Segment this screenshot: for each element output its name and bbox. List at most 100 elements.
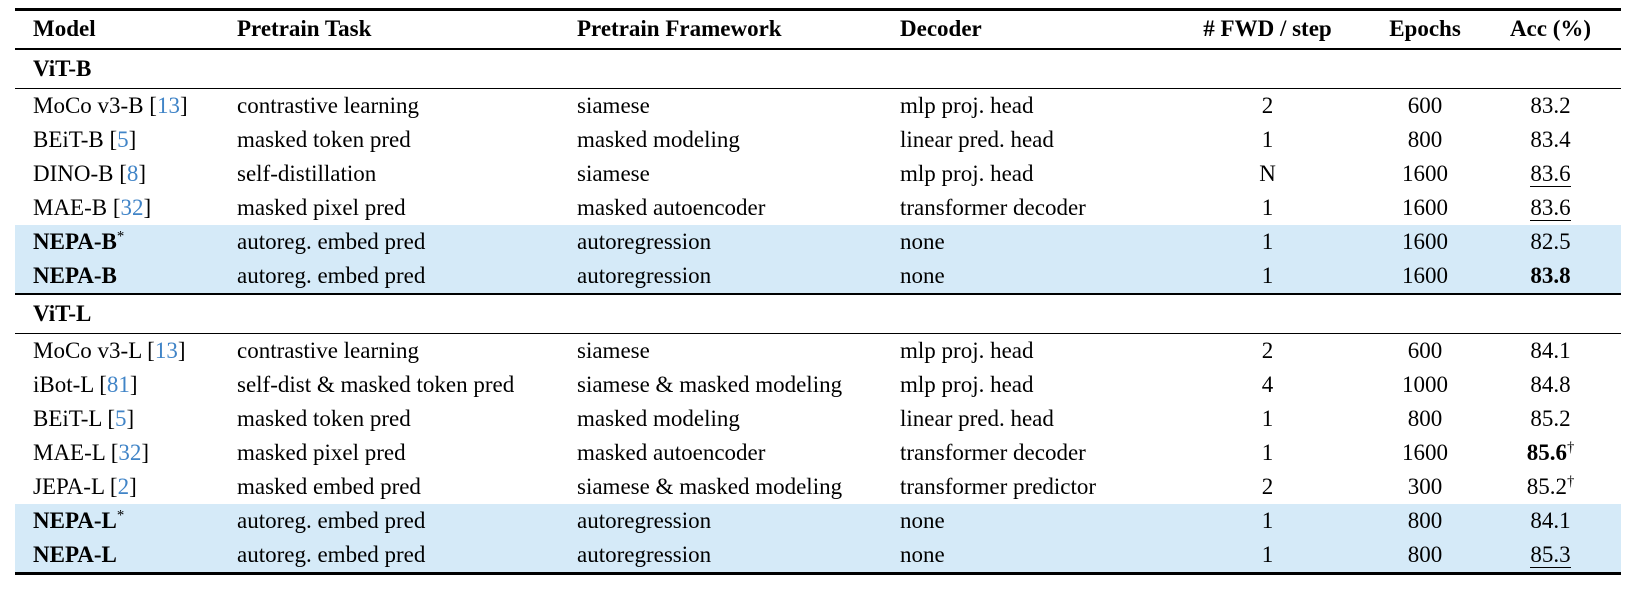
cell-fwd-per-step: 1 [1261, 229, 1274, 254]
cell-epochs: 600 [1407, 93, 1443, 118]
accuracy-value: 83.4 [1530, 127, 1571, 152]
citation-link[interactable]: 13 [154, 338, 178, 363]
dagger-superscript: † [1566, 439, 1575, 456]
cell-accuracy: 84.1 [1480, 334, 1621, 369]
cell-accuracy: 83.2 [1480, 89, 1621, 124]
cell-model: JEPA-L [2] [33, 474, 137, 499]
accuracy-value: 84.1 [1530, 338, 1571, 363]
citation-link[interactable]: 2 [117, 474, 130, 499]
cell-fwd-per-step: 2 [1261, 474, 1274, 499]
cell-epochs: 600 [1407, 338, 1443, 363]
accuracy-value: 84.1 [1530, 508, 1571, 533]
cell-pretrain-framework: siamese & masked modeling [577, 372, 843, 397]
cell-pretrain-framework: siamese [577, 338, 650, 363]
model-name: NEPA-B [33, 229, 117, 254]
cell-accuracy: 84.8 [1480, 368, 1621, 402]
accuracy-value: 85.3 [1530, 542, 1571, 568]
cell-pretrain-task: autoreg. embed pred [237, 263, 426, 288]
cell-model: MAE-L [32] [33, 440, 150, 465]
cell-decoder: linear pred. head [900, 127, 1054, 152]
cell-fwd-per-step: 2 [1261, 338, 1274, 363]
cell-fwd-per-step: N [1259, 161, 1276, 186]
cell-decoder: transformer decoder [900, 195, 1086, 220]
cell-pretrain-task: autoreg. embed pred [237, 229, 426, 254]
section-header-row: ViT-L [15, 294, 1621, 334]
citation-link[interactable]: 32 [120, 195, 144, 220]
cell-pretrain-framework: siamese [577, 93, 650, 118]
cell-model: MoCo v3-L [13] [33, 338, 186, 363]
cell-fwd-per-step: 1 [1261, 263, 1274, 288]
cell-model: MoCo v3-B [13] [33, 93, 188, 118]
col-header-fwd-per-step: # FWD / step [1203, 16, 1332, 41]
cell-model: iBot-L [81] [33, 372, 138, 397]
cell-decoder: mlp proj. head [900, 338, 1034, 363]
cell-model: DINO-B [8] [33, 161, 147, 186]
section-header-row: ViT-B [15, 49, 1621, 89]
cell-pretrain-task: masked pixel pred [237, 195, 406, 220]
model-name: NEPA-L [33, 542, 117, 567]
cell-model: NEPA-L* [15, 504, 237, 538]
cell-accuracy: 83.8 [1480, 259, 1621, 294]
cell-pretrain-framework: siamese & masked modeling [577, 474, 843, 499]
cell-pretrain-framework: masked modeling [577, 406, 740, 431]
results-table: Model Pretrain Task Pretrain Framework D… [15, 8, 1621, 575]
table-row: iBot-L [81]self-dist & masked token pred… [15, 368, 1621, 402]
citation-link[interactable]: 81 [106, 372, 130, 397]
cell-epochs: 1600 [1402, 195, 1448, 220]
accuracy-value: 83.2 [1530, 93, 1571, 118]
citation-link[interactable]: 8 [126, 161, 139, 186]
cell-epochs: 300 [1407, 474, 1443, 499]
citation-link[interactable]: 5 [115, 406, 127, 431]
cell-decoder: none [900, 263, 945, 288]
cell-decoder: mlp proj. head [900, 93, 1034, 118]
citation-link[interactable]: 13 [156, 93, 180, 118]
col-header-model: Model [33, 16, 96, 41]
cell-pretrain-task: masked token pred [237, 406, 411, 431]
cell-fwd-per-step: 1 [1261, 195, 1274, 220]
cell-model: MAE-B [32] [33, 195, 152, 220]
asterisk-superscript: * [116, 228, 125, 245]
cell-pretrain-framework: siamese [577, 161, 650, 186]
cell-pretrain-task: self-distillation [237, 161, 377, 186]
cell-accuracy: 85.2 [1480, 402, 1621, 436]
cell-epochs: 800 [1407, 542, 1443, 567]
accuracy-value: 82.5 [1530, 229, 1571, 254]
cell-decoder: transformer decoder [900, 440, 1086, 465]
col-header-decoder: Decoder [900, 16, 982, 41]
citation-link[interactable]: 32 [118, 440, 142, 465]
cell-pretrain-framework: autoregression [577, 542, 712, 567]
col-header-pretrain-framework: Pretrain Framework [577, 16, 782, 41]
cell-accuracy: 84.1 [1480, 504, 1621, 538]
model-name: iBot-L [33, 372, 94, 397]
cell-epochs: 800 [1407, 508, 1443, 533]
cell-decoder: mlp proj. head [900, 372, 1034, 397]
cell-model: NEPA-B* [15, 225, 237, 259]
cell-accuracy: 85.3 [1480, 538, 1621, 574]
asterisk-superscript: * [116, 507, 125, 524]
cell-epochs: 1600 [1402, 440, 1448, 465]
cell-pretrain-framework: masked modeling [577, 127, 740, 152]
accuracy-value: 83.6 [1530, 195, 1571, 221]
model-name: MAE-L [33, 440, 105, 465]
cell-epochs: 800 [1407, 127, 1443, 152]
cell-decoder: linear pred. head [900, 406, 1054, 431]
citation-link[interactable]: 5 [117, 127, 129, 152]
cell-fwd-per-step: 1 [1261, 440, 1274, 465]
cell-fwd-per-step: 4 [1261, 372, 1274, 397]
dagger-superscript: † [1566, 473, 1575, 490]
cell-model: BEiT-L [5] [33, 406, 135, 431]
model-name: BEiT-B [33, 127, 104, 152]
col-header-accuracy: Acc (%) [1509, 16, 1592, 41]
accuracy-value: 85.6 [1526, 440, 1567, 465]
cell-pretrain-task: autoreg. embed pred [237, 542, 426, 567]
accuracy-value: 85.2 [1530, 406, 1571, 431]
col-header-epochs: Epochs [1389, 16, 1461, 41]
cell-fwd-per-step: 1 [1261, 542, 1274, 567]
